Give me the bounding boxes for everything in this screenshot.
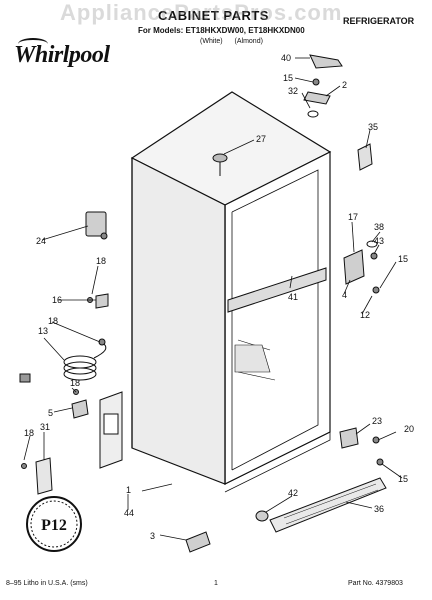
callout-31: 31 [40, 422, 50, 432]
callout-16: 16 [52, 295, 62, 305]
callout-4: 4 [342, 290, 347, 300]
category-label: REFRIGERATOR [343, 16, 415, 26]
callout-13: 13 [38, 326, 48, 336]
callout-43: 43 [374, 236, 384, 246]
callout-44: 44 [124, 508, 134, 518]
callout-18: 18 [70, 378, 80, 388]
callout-35: 35 [368, 122, 378, 132]
callout-23: 23 [372, 416, 382, 426]
callout-12: 12 [360, 310, 370, 320]
callout-5: 5 [48, 408, 53, 418]
callout-3: 3 [150, 531, 155, 541]
callout-27: 27 [256, 134, 266, 144]
center-hinge [343, 143, 380, 294]
color-white: (White) [200, 38, 223, 45]
part-number: Part No. 4379803 [348, 580, 403, 587]
top-hinge [303, 54, 343, 118]
leader-lines [23, 57, 403, 541]
page-number: 1 [214, 580, 218, 587]
callout-17: 17 [348, 212, 358, 222]
print-info: 8–95 Litho in U.S.A. (sms) [6, 580, 88, 587]
logo-swoosh [18, 38, 48, 50]
model-list: For Models: ET18HKXDW00, ET18HKXDN00 [138, 26, 305, 35]
callout-40: 40 [281, 53, 291, 63]
callout-41: 41 [288, 292, 298, 302]
callout-38: 38 [374, 222, 384, 232]
callout-18: 18 [48, 316, 58, 326]
left-parts [19, 211, 123, 495]
top-stud [212, 153, 228, 176]
callout-20: 20 [404, 424, 414, 434]
callout-32: 32 [288, 86, 298, 96]
callout-15: 15 [283, 73, 293, 83]
callout-2: 2 [342, 80, 347, 90]
callout-15: 15 [398, 474, 408, 484]
callout-18: 18 [96, 256, 106, 266]
callout-15: 15 [398, 254, 408, 264]
page-title: CABINET PARTS [158, 8, 269, 23]
p12-badge: P12 [26, 496, 82, 552]
callout-42: 42 [288, 488, 298, 498]
color-variants: (White) (Almond) [200, 38, 273, 45]
cabinet [130, 91, 332, 493]
callout-1: 1 [126, 485, 131, 495]
callout-36: 36 [374, 504, 384, 514]
color-almond: (Almond) [234, 38, 263, 45]
callout-18: 18 [24, 428, 34, 438]
brand-logo: Whirlpool [14, 42, 110, 68]
callout-24: 24 [36, 236, 46, 246]
divider-rail [227, 267, 327, 313]
bottom-parts [185, 427, 387, 553]
p12-label: P12 [41, 517, 67, 534]
